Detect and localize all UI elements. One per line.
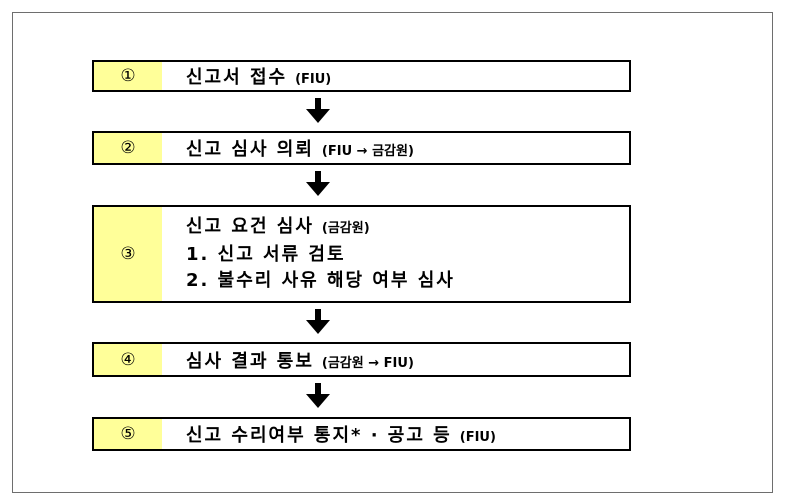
diagram-frame	[12, 12, 773, 493]
step-5-box: ⑤ 신고 수리여부 통지* · 공고 등 (FIU)	[92, 417, 631, 451]
step-3-box: ③ 신고 요건 심사 (금감원) 1. 신고 서류 검토 2. 불수리 사유 해…	[92, 205, 631, 303]
step-3-note: (금감원)	[321, 221, 370, 236]
step-3-number: ③	[94, 207, 162, 301]
arrow-down-icon	[306, 383, 330, 408]
step-5-title: 신고 수리여부 통지* · 공고 등	[186, 425, 452, 446]
arrow-down-icon	[306, 171, 330, 196]
step-4-note: (금감원 → FIU)	[321, 355, 414, 371]
step-4-title: 심사 결과 통보	[186, 350, 314, 372]
arrow-down-icon	[306, 98, 330, 123]
step-5-number: ⑤	[94, 419, 162, 449]
step-2-box: ② 신고 심사 의뢰 (FIU → 금감원)	[92, 131, 631, 165]
step-5-note: (FIU)	[459, 430, 496, 445]
step-2-title: 신고 심사 의뢰	[186, 139, 314, 160]
step-1-number: ①	[94, 62, 162, 90]
step-4-box: ④ 심사 결과 통보 (금감원 → FIU)	[92, 342, 631, 377]
step-3-item-2: 2. 불수리 사유 해당 여부 심사	[186, 270, 455, 291]
step-4-number: ④	[94, 344, 162, 375]
step-2-note: (FIU → 금감원)	[321, 144, 414, 159]
step-3-item-1: 1. 신고 서류 검토	[186, 244, 346, 265]
arrow-down-icon	[306, 309, 330, 334]
step-1-title: 신고서 접수	[186, 67, 288, 88]
step-3-title: 신고 요건 심사	[186, 216, 314, 237]
step-1-note: (FIU)	[295, 72, 332, 87]
step-1-box: ① 신고서 접수 (FIU)	[92, 60, 631, 92]
step-2-number: ②	[94, 133, 162, 163]
